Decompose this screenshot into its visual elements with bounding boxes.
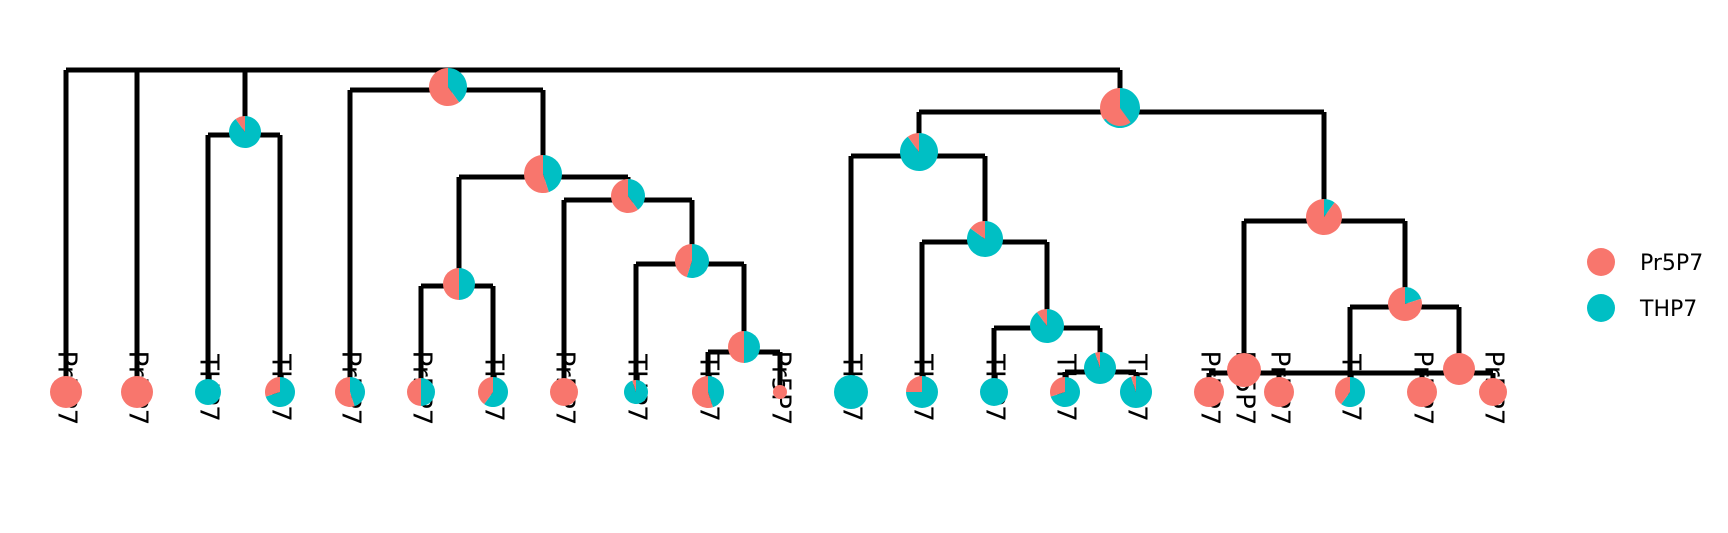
pie-slice-pr5p7-n3 [523, 155, 549, 194]
pie-slice-thp7-n4 [459, 268, 475, 300]
pie-slice-pr5p7-n13 [1306, 199, 1342, 235]
legend: Pr5P7 THP7 [1587, 248, 1703, 322]
pie-n15 [1443, 353, 1475, 385]
pie-slice-thp7-L12 [834, 375, 868, 409]
pie-slice-pr5p7-L1 [50, 376, 82, 408]
pie-n11 [1030, 309, 1064, 343]
pie-n2 [429, 67, 468, 106]
pie-n7 [728, 331, 760, 363]
pie-slice-thp7-n3 [543, 155, 562, 193]
pie-L1 [50, 376, 82, 408]
pie-L20 [1264, 377, 1294, 407]
pie-slice-thp7-L4 [265, 377, 296, 408]
pie-slice-pr5p7-L19 [1194, 377, 1224, 407]
pie-slice-pr5p7-n14 [1388, 287, 1422, 322]
pie-slice-pr5p7-L5 [334, 377, 355, 408]
pie-slice-thp7-n7 [744, 331, 760, 363]
pie-L2 [121, 376, 153, 408]
pie-L13 [906, 376, 938, 408]
node-pies [50, 67, 1507, 409]
pie-L11 [773, 385, 787, 399]
pie-L9 [624, 380, 648, 404]
pie-slice-pr5p7-n7 [728, 331, 744, 363]
tree-edges [63, 67, 1496, 392]
pie-L14 [980, 378, 1008, 406]
pie-n6 [675, 244, 710, 278]
pie-n1 [229, 116, 261, 148]
pie-slice-pr5p7-n6 [675, 244, 692, 278]
pie-slice-pr5p7-n11 [1037, 309, 1047, 326]
pie-slice-thp7-n14 [1405, 286, 1422, 304]
pie-L19 [1194, 377, 1224, 407]
pie-slice-pr5p7-L7 [478, 377, 493, 405]
pie-slice-thp7-root [1120, 90, 1138, 123]
pie-L6 [407, 378, 435, 406]
legend-label-thp7: THP7 [1639, 297, 1697, 322]
pie-n10 [966, 221, 1003, 257]
pie-slice-pr5p7-L18 [1335, 377, 1350, 405]
pie-slice-pr5p7-n4 [443, 268, 459, 300]
pie-n4 [443, 268, 475, 300]
pie-slice-pr5p7-L13 [906, 376, 922, 392]
pie-L10 [692, 376, 725, 409]
pie-slice-pr5p7-L8 [550, 378, 578, 406]
pie-slice-pr5p7-n1 [235, 116, 245, 132]
pie-root [1102, 90, 1138, 126]
pie-n3 [523, 155, 562, 194]
pie-slice-pr5p7-L6 [407, 378, 421, 406]
pie-slice-pr5p7-L17 [1227, 353, 1261, 387]
pie-L15 [1050, 377, 1080, 408]
pie-slice-pr5p7-n9 [907, 133, 919, 152]
pie-slice-thp7-L10 [708, 376, 725, 408]
pie-slice-thp7-n2 [448, 68, 468, 103]
pie-slice-thp7-L5 [350, 377, 365, 407]
pie-slice-pr5p7-n5 [611, 179, 638, 214]
pie-slice-thp7-n10 [966, 221, 1003, 257]
pie-n12 [1084, 352, 1116, 384]
pie-slice-thp7-n6 [686, 244, 710, 278]
pie-slice-thp7-L15 [1050, 377, 1080, 408]
pie-slice-pr5p7-L16 [1131, 376, 1136, 392]
pie-slice-pr5p7-n15 [1443, 353, 1475, 385]
pie-slice-pr5p7-L4 [265, 377, 280, 397]
pie-L16 [1120, 376, 1152, 408]
pie-L5 [334, 377, 365, 408]
pie-L8 [550, 378, 578, 406]
legend-label-pr5p7: Pr5P7 [1640, 251, 1703, 276]
pie-slice-pr5p7-L20 [1264, 377, 1294, 407]
pie-slice-pr5p7-L22 [1479, 378, 1507, 406]
pie-slice-pr5p7-n2 [429, 67, 460, 106]
pie-L4 [265, 377, 296, 408]
pie-slice-thp7-L14 [980, 378, 1008, 406]
pie-L22 [1479, 378, 1507, 406]
pie-slice-thp7-L18 [1341, 377, 1366, 407]
pie-slice-thp7-n5 [628, 179, 646, 210]
pie-slice-thp7-L6 [421, 378, 435, 406]
pie-L3 [195, 379, 221, 405]
pie-slice-thp7-L3 [195, 379, 221, 405]
pie-n5 [611, 179, 646, 214]
pie-slice-pr5p7-L10 [692, 376, 713, 409]
pie-L12 [834, 375, 868, 409]
pie-slice-pr5p7-L2 [121, 376, 153, 408]
pie-slice-pr5p7-root [1102, 90, 1131, 126]
pie-n14 [1388, 286, 1422, 322]
pie-slice-thp7-n13 [1324, 199, 1335, 217]
pie-L18 [1335, 377, 1366, 407]
pie-slice-pr5p7-L11 [773, 385, 787, 399]
pie-L7 [478, 377, 509, 407]
pie-slice-pr5p7-L21 [1407, 377, 1437, 407]
legend-swatch-pr5p7 [1587, 248, 1615, 276]
pie-L21 [1407, 377, 1437, 407]
pie-slice-thp7-L7 [484, 377, 509, 407]
pie-n13 [1306, 199, 1342, 235]
pie-slice-pr5p7-L9 [632, 380, 636, 392]
pie-slice-pr5p7-n12 [1095, 352, 1100, 368]
pie-slice-pr5p7-n10 [970, 221, 985, 239]
pie-slice-pr5p7-L15 [1050, 377, 1065, 397]
pie-n9 [900, 133, 938, 171]
legend-swatch-thp7 [1587, 294, 1615, 322]
pie-L17 [1227, 353, 1261, 387]
